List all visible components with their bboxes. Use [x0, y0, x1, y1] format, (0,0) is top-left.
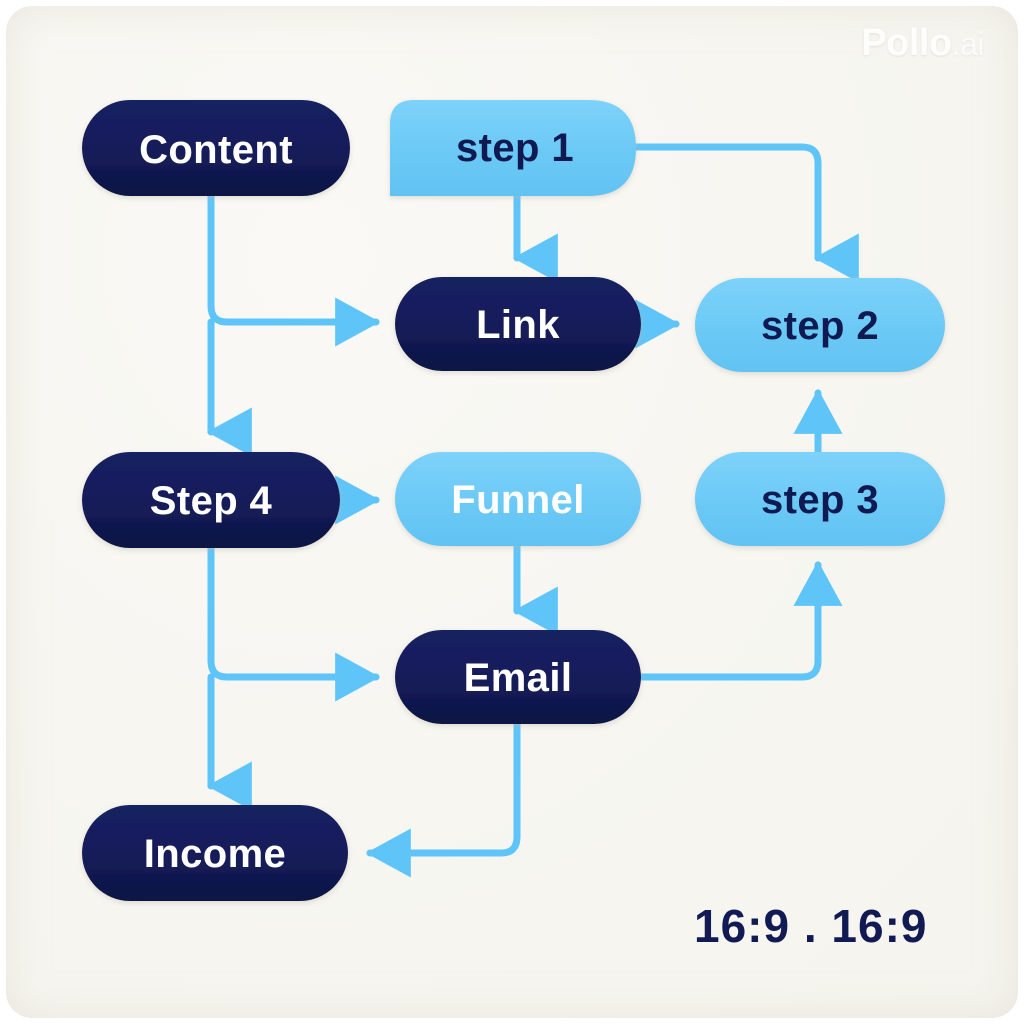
- node-step2-label: step 2: [761, 304, 879, 348]
- node-income-label: Income: [144, 832, 286, 876]
- node-content-shape[interactable]: [82, 100, 350, 196]
- edge-email-to-income: [365, 720, 521, 878]
- node-content-label: Content: [139, 128, 293, 172]
- node-income-shape[interactable]: [82, 805, 348, 901]
- node-income[interactable]: Income: [82, 805, 348, 901]
- node-step2[interactable]: step 2: [695, 278, 945, 372]
- edge-step1-to-step2: [632, 143, 859, 283]
- watermark-suffix: .ai: [951, 26, 985, 62]
- node-content[interactable]: Content: [82, 100, 350, 196]
- node-email-shape[interactable]: [395, 630, 641, 724]
- node-funnel-label: Funnel: [451, 478, 585, 522]
- node-link[interactable]: Link: [395, 277, 641, 371]
- node-email-label: Email: [464, 656, 573, 700]
- node-funnel-shape[interactable]: [395, 452, 641, 546]
- node-step2-shape[interactable]: [695, 278, 945, 372]
- aspect-ratio-label: 16:9 . 16:9: [694, 900, 927, 952]
- node-link-shape[interactable]: [395, 277, 641, 371]
- node-step3-label: step 3: [761, 478, 879, 522]
- node-step3[interactable]: step 3: [695, 452, 945, 546]
- node-group: Content step 1 Link step 2 Step 4: [82, 100, 945, 901]
- node-step1-label: step 1: [456, 126, 574, 170]
- node-link-label: Link: [476, 303, 560, 347]
- node-step1[interactable]: step 1: [390, 100, 636, 196]
- edge-content-to-link: [207, 192, 381, 347]
- node-funnel[interactable]: Funnel: [395, 452, 641, 546]
- node-step4-shape[interactable]: [82, 452, 340, 548]
- node-email[interactable]: Email: [395, 630, 641, 724]
- watermark-brand: Pollo: [861, 22, 952, 64]
- node-step4[interactable]: Step 4: [82, 452, 340, 548]
- pollo-watermark: Pollo.ai: [861, 22, 984, 65]
- node-step4-label: Step 4: [150, 479, 273, 523]
- node-step1-shape[interactable]: [390, 100, 636, 196]
- edge-email-to-step3: [637, 560, 843, 681]
- node-step3-shape[interactable]: [695, 452, 945, 546]
- edge-step4-to-email: [207, 544, 381, 702]
